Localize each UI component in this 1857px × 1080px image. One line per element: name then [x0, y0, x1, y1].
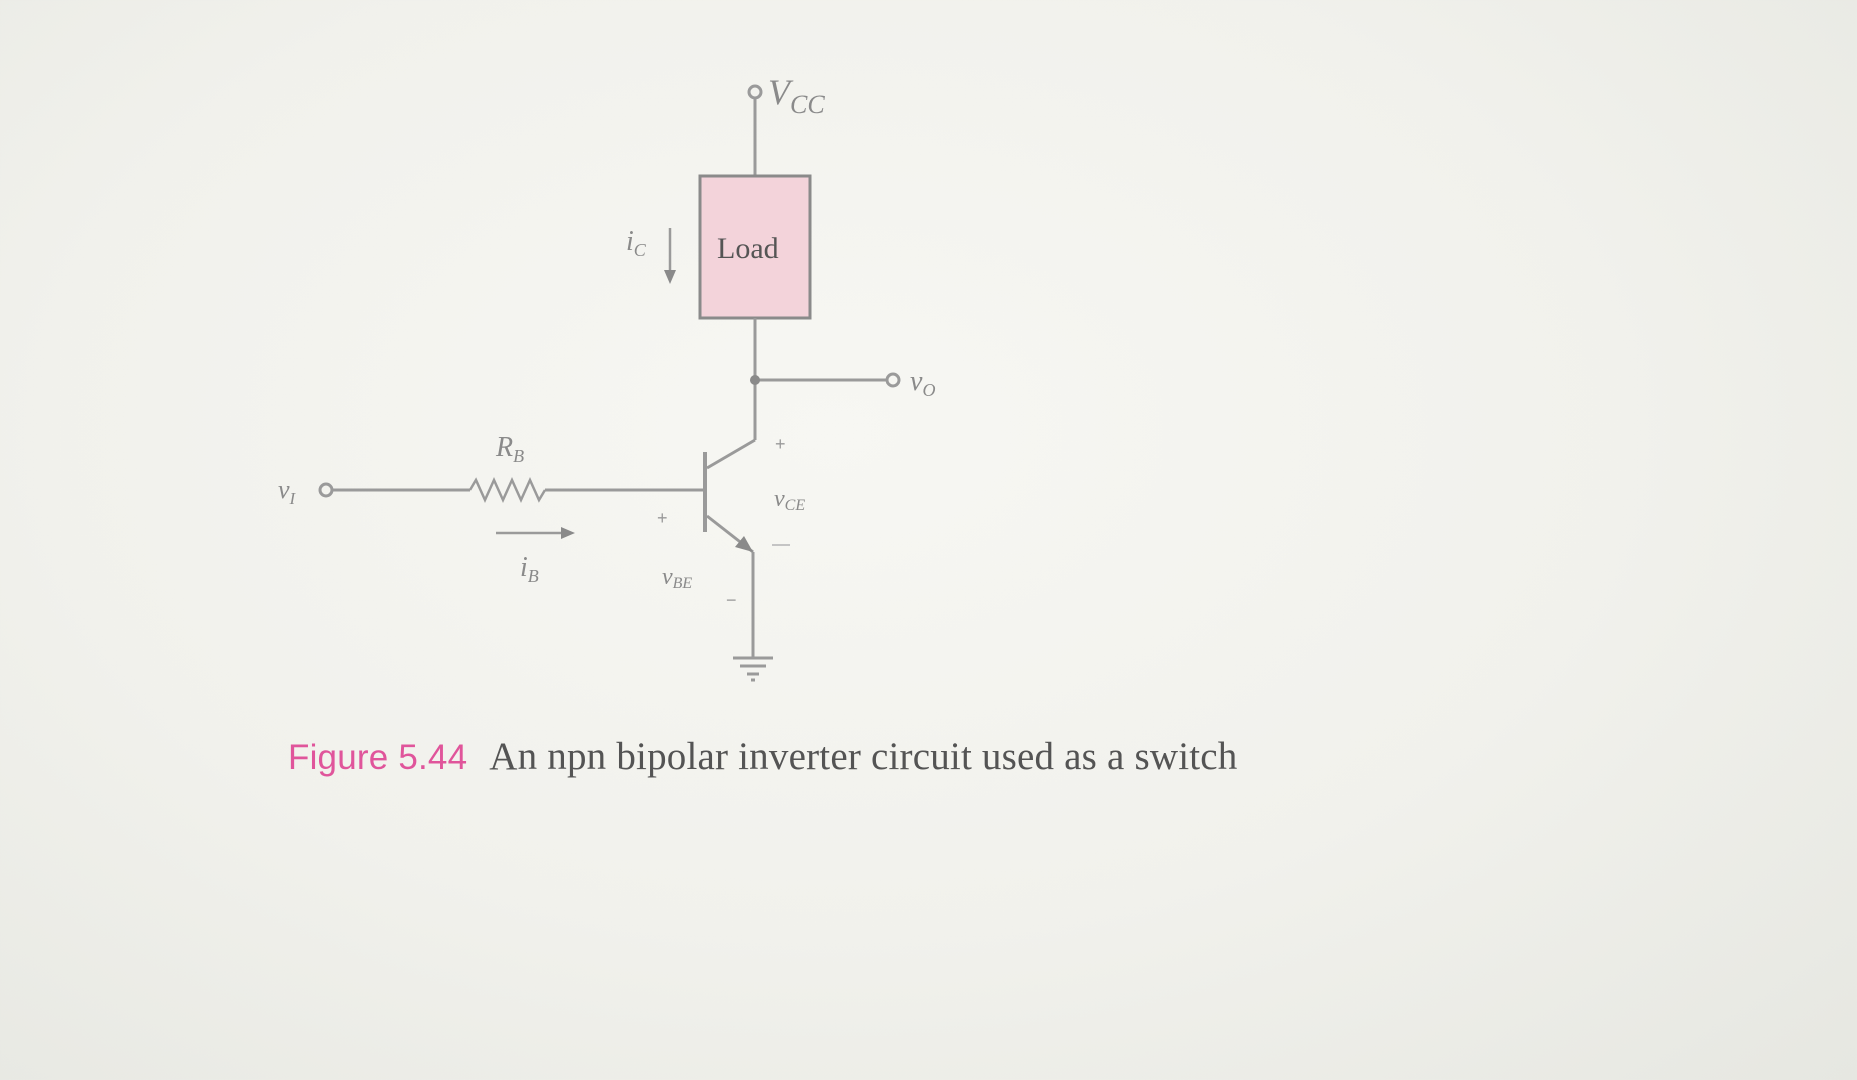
- input-label: vI: [278, 475, 297, 508]
- vce-plus-sign: +: [775, 434, 786, 454]
- figure-caption: Figure 5.44 An npn bipolar inverter circu…: [288, 734, 1238, 779]
- collector-lead: [706, 438, 756, 470]
- output-terminal: [885, 372, 901, 388]
- vbe-minus-sign: −: [726, 590, 737, 610]
- caption-text: An npn bipolar inverter circuit used as …: [489, 735, 1238, 778]
- vbe-plus-sign: +: [657, 508, 668, 528]
- vcc-terminal: [747, 84, 763, 100]
- load-label: Load: [717, 232, 779, 265]
- collector-current-arrowhead: [664, 270, 676, 284]
- vce-label: vCE: [774, 486, 805, 514]
- base-resistor: [468, 476, 547, 504]
- base-current-arrowhead: [561, 527, 575, 539]
- base-current-label: iB: [520, 552, 539, 586]
- base-resistor-label: RB: [495, 432, 524, 466]
- vcc-label: VCC: [768, 72, 825, 119]
- output-label: vO: [910, 366, 935, 400]
- collector-node-dot: [750, 375, 760, 385]
- collector-current-label: iC: [626, 226, 647, 260]
- figure-number: Figure 5.44: [288, 738, 468, 777]
- emitter-arrowhead: [735, 536, 753, 552]
- input-terminal: [318, 482, 334, 498]
- vbe-label: vBE: [662, 564, 692, 592]
